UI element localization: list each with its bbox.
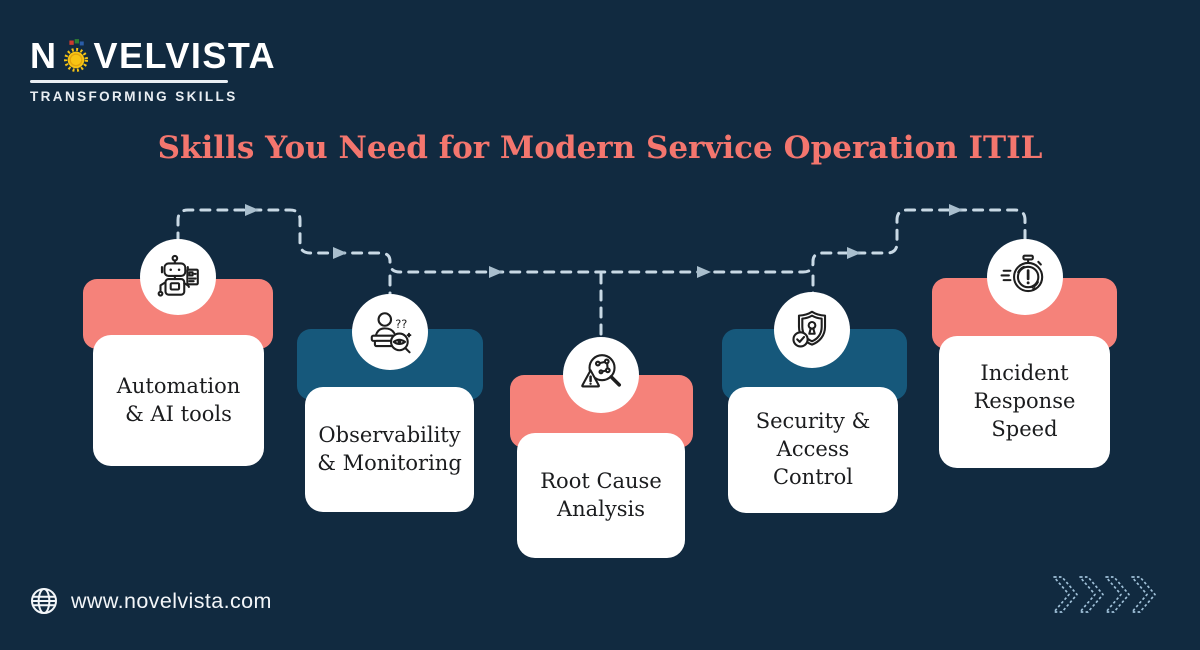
logo-suffix: VELVISTA	[93, 35, 277, 76]
connector-arrowheads	[245, 204, 963, 278]
card-label-panel: Root Cause Analysis	[517, 433, 685, 558]
globe-icon	[31, 588, 57, 614]
logo-wordmark: N VELVISTA	[30, 38, 276, 74]
shield-lock-check-icon	[792, 310, 827, 348]
observability-magnifier-icon: ??	[370, 312, 412, 354]
icon-question-marks: ??	[395, 317, 407, 331]
logo: N VELVISTA TRANSFORMING SKILLS	[30, 38, 276, 104]
card-icon-badge	[774, 292, 850, 368]
connector-main-line	[176, 208, 1027, 274]
card-label-line: Root Cause	[540, 468, 662, 493]
card-label-line: Security &	[755, 409, 871, 434]
card-icon-badge: ??	[352, 294, 428, 370]
logo-prefix: N	[30, 35, 58, 76]
card-label-panel: Automation & AI tools	[93, 335, 264, 466]
card-label-line: Observability	[318, 422, 461, 447]
card-label-line: Incident	[980, 361, 1069, 386]
website-link[interactable]: www.novelvista.com	[28, 585, 272, 617]
logo-divider	[30, 80, 228, 83]
card-label-panel: Incident Response Speed	[939, 336, 1110, 468]
logo-sun-icon	[63, 39, 88, 72]
card-icon-badge	[987, 239, 1063, 315]
logo-tagline: TRANSFORMING SKILLS	[30, 89, 238, 104]
robot-ai-icon	[157, 254, 199, 297]
card-label-line: Automation	[116, 373, 241, 398]
card-label-line: Response	[973, 389, 1076, 414]
card-label-panel: Observability & Monitoring	[305, 387, 474, 512]
card-label-line: Analysis	[556, 496, 646, 521]
root-cause-magnifier-warning-icon	[581, 354, 621, 388]
card-label-line: Access	[776, 437, 850, 462]
card-icon-badge	[140, 239, 216, 315]
card-label-line: & AI tools	[125, 401, 232, 426]
website-url: www.novelvista.com	[71, 588, 272, 613]
card-label-line: & Monitoring	[317, 450, 462, 475]
stopwatch-alert-icon	[1000, 254, 1044, 293]
card-label-panel: Security & Access Control	[728, 387, 898, 513]
page-title: Skills You Need for Modern Service Opera…	[157, 130, 1043, 166]
card-label-line: Control	[772, 464, 854, 489]
card-label-line: Speed	[991, 416, 1058, 441]
card-icon-badge	[563, 337, 639, 413]
chevron-arrows-icon	[1053, 576, 1156, 613]
